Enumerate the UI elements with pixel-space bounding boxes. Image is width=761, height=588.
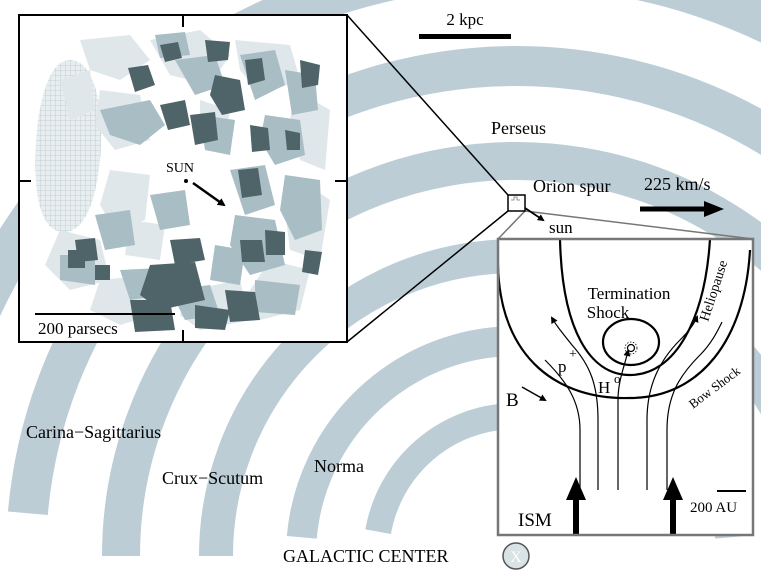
heliopause-curve	[558, 239, 712, 377]
sun-dot	[184, 179, 188, 183]
cloud-dark-13	[140, 262, 205, 310]
cloud-dark-16	[130, 300, 175, 332]
cloud-dark-11	[238, 168, 262, 198]
cloud-dark-22	[240, 240, 265, 262]
arm-label-orion: Orion spur	[533, 176, 611, 196]
arm-label-norma: Norma	[314, 456, 364, 476]
cloud-dark-20	[302, 250, 322, 275]
arm-label-crux: Crux−Scutum	[162, 468, 263, 488]
cloud-dark-8	[190, 112, 218, 145]
velocity-label: 225 km/s	[644, 174, 711, 194]
termination-label-2: Shock	[587, 303, 630, 322]
cloud-mid-5	[260, 115, 305, 165]
ism-arrow-right	[663, 477, 683, 500]
galactic-center-marker	[502, 542, 530, 570]
local-bubble-inset: SUN 200 parsecs	[18, 14, 348, 343]
cloud-mid-8	[280, 175, 322, 240]
hydrogen-superscript: o	[614, 371, 621, 386]
cloud-mid-13	[95, 210, 135, 250]
cloud-light-12	[60, 70, 95, 120]
cloud-dark-2	[205, 40, 230, 62]
galactic-center: GALACTIC CENTER X	[283, 542, 530, 570]
cloud-dark-5	[300, 60, 320, 88]
proton-superscript: +	[569, 347, 577, 362]
sun-pointer-arrow	[524, 207, 545, 222]
sun-pointer-label: sun	[549, 218, 573, 237]
helio-scale-label: 200 AU	[690, 500, 737, 516]
cloud-light-14	[125, 220, 165, 260]
bow-shock-curve	[498, 249, 752, 400]
cloud-dark-21	[68, 250, 85, 268]
proton-label: p	[558, 357, 567, 376]
scale-bar-2kpc: 2 kpc	[419, 10, 511, 39]
cloud-dark-6	[128, 65, 155, 92]
heliosphere-inset: Termination Shock Heliopause Bow Shock p…	[496, 237, 755, 537]
spiral-arm-band-3	[199, 239, 761, 557]
sun-arrow	[192, 181, 226, 207]
cloud-mid-9	[210, 245, 245, 285]
arm-label-perseus: Perseus	[491, 118, 546, 138]
magnetic-field-arrow	[521, 386, 547, 401]
magnetic-field-label: B	[506, 390, 519, 411]
cloud-mid-1	[100, 100, 165, 145]
local-scale-label: 200 parsecs	[38, 319, 118, 338]
cloud-mid-15	[150, 190, 190, 230]
cloud-mid-10	[255, 280, 300, 315]
sun-symbol	[626, 343, 636, 353]
cloud-dark-15	[195, 305, 230, 330]
galactic-center-label: GALACTIC CENTER	[283, 546, 449, 566]
sun-zoom-box	[507, 194, 526, 212]
galactic-center-x: X	[510, 549, 522, 566]
ism-label: ISM	[518, 510, 552, 531]
scale-bar-label: 2 kpc	[446, 10, 484, 29]
cloud-dark-9	[250, 125, 270, 152]
termination-label-1: Termination	[588, 284, 671, 303]
cloud-dark-18	[95, 265, 110, 280]
cloud-dark-4	[210, 75, 245, 115]
velocity-arrow: 225 km/s	[640, 174, 724, 217]
cloud-dark-1	[160, 42, 182, 62]
cloud-dark-12	[170, 238, 205, 265]
cloud-dark-7	[160, 100, 190, 130]
spiral-arm-band-4	[102, 142, 761, 557]
termination-shock-ellipse	[601, 317, 661, 367]
hydrogen-label: H	[598, 378, 610, 397]
sun-label: SUN	[166, 161, 194, 176]
ism-arrow-left	[566, 477, 586, 500]
cloud-dark-10	[285, 130, 300, 150]
cloud-dark-14	[225, 290, 260, 322]
interstellar-clouds	[35, 30, 330, 332]
cloud-dark-19	[265, 230, 285, 255]
arm-label-carina: Carina−Sagittarius	[26, 422, 161, 442]
scale-bar-line	[419, 34, 511, 39]
cloud-dark-3	[245, 58, 265, 85]
